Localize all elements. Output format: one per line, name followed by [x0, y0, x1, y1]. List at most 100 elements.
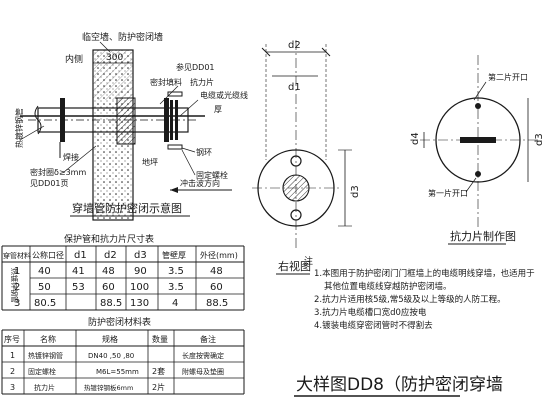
mat-row-2: 2 固定螺栓 M6L=55mm 2套 附螺母及垫圈 — [10, 366, 224, 376]
dim-row-3: 3 80.5 88.5 130 4 88.5 — [14, 298, 228, 309]
cell: 48 — [210, 266, 223, 277]
note-line-1: 1.本图用于防护密闭门门框墙上的电缆明线穿墙，也适用于 — [314, 268, 535, 279]
material-table: 防护密闭材料表 序号 名称 规格 数量 备注 1 热镀锌钢管 DN40 ,50 … — [1, 316, 245, 395]
bottom-title: 大样图DD8（防护密闭穿墙 — [296, 375, 503, 395]
cell: 长度按需确定 — [182, 351, 224, 360]
dim-row-2: 2 50 53 60 100 3.5 60 — [14, 282, 223, 293]
cell: 3 — [14, 298, 20, 309]
note-line-4: 3.抗力片电缆槽口宽d0应按电 — [314, 307, 427, 318]
cell: 1 — [14, 266, 20, 277]
plate-view-caption: 抗力片制作图 — [450, 229, 516, 243]
cell: 热镀锌钢板6mm — [84, 383, 133, 392]
inside-label: 内侧 — [65, 53, 83, 65]
d3-label: d3 — [350, 185, 361, 198]
fix-bolt-top — [167, 91, 183, 97]
plate-slot — [460, 137, 496, 143]
cell: 100 — [130, 282, 149, 293]
plate-b — [175, 100, 178, 140]
cell: 2片 — [152, 382, 165, 392]
dim-h-nominal: 公称口径 — [32, 250, 64, 260]
drawing-title: 大样图DD8（防护密闭穿墙 — [294, 375, 503, 397]
wall-section-view: 300 临空墙、防护密闭墙 内侧 参见DD01 密封填料 抗力片 电缆或光缆线 … — [14, 31, 248, 221]
ring-label: 钢环 — [196, 147, 212, 157]
note-line-3: 2.抗力片适用核5级,常5级及以上等级的人防工程。 — [314, 294, 506, 305]
notes-title: 注 — [304, 255, 313, 267]
dim-h-d3: d3 — [134, 250, 147, 261]
cell: 3.5 — [168, 282, 184, 293]
cell: 2 — [14, 282, 20, 293]
mat-row-1: 1 热镀锌钢管 DN40 ,50 ,80 长度按需确定 — [10, 351, 224, 360]
plate-a — [170, 100, 173, 140]
d1-label: d1 — [288, 82, 301, 93]
cell: 50 — [38, 282, 51, 293]
cell: 附螺母及垫圈 — [182, 367, 224, 376]
sealant-label: 密封填料 — [150, 77, 182, 87]
flange-right — [164, 98, 169, 142]
cell: 抗力片 — [34, 383, 55, 392]
note-line-2: 其他位置电缆线穿越防护密闭墙。 — [324, 281, 452, 292]
dim-h-wall: 管壁厚 — [162, 250, 186, 260]
weld-label: 焊接 — [63, 152, 79, 162]
cell: 2套 — [152, 366, 165, 376]
ground-label: 地坪 — [142, 157, 158, 167]
plate-label: 抗力片 — [190, 77, 214, 87]
left-view-caption: 穿墙管防护密闭示意图 — [72, 201, 182, 215]
bolt-hole-bottom — [290, 209, 302, 221]
plate-hole-bottom — [475, 171, 481, 177]
shock-label: 冲击波方向 — [180, 178, 220, 188]
cell: 88.5 — [206, 298, 228, 309]
cell: 53 — [72, 282, 85, 293]
cell: 60 — [102, 282, 115, 293]
dim-h-material: 穿管材料 — [3, 251, 31, 260]
cell: 4 — [172, 298, 178, 309]
cell: 60 — [210, 282, 223, 293]
cell: 固定螺栓 — [28, 367, 56, 376]
fix-bolt-label: 固定螺栓 — [196, 170, 228, 180]
dim-h-d2: d2 — [104, 250, 117, 261]
cell: 40 — [38, 266, 51, 277]
steel-tube-label: 热镀锌钢管 — [14, 108, 24, 148]
seal-ring-label: 密封圈δ≥3mm — [30, 167, 86, 177]
wall-label: 临空墙、防护密闭墙 — [82, 31, 163, 43]
dimension-table: 保护管和抗力片尺寸表 穿管材料 公称口径 d1 d2 d3 管壁厚 外径(mm)… — [1, 233, 245, 311]
second-opening-label: 第二片开口 — [488, 72, 528, 82]
plate-circle — [435, 97, 521, 183]
dd01-ref: 见DD01页 — [30, 179, 69, 188]
cell: DN40 ,50 ,80 — [88, 352, 134, 360]
flange-left — [60, 98, 65, 142]
cell: 41 — [72, 266, 85, 277]
cell: 48 — [102, 266, 115, 277]
dim-h-d1: d1 — [74, 250, 87, 261]
notes-block: 注 1.本图用于防护密闭门门框墙上的电缆明线穿墙，也适用于 其他位置电缆线穿越防… — [304, 255, 535, 331]
cell: 130 — [130, 298, 149, 309]
mat-row-3: 3 抗力片 热镀锌钢板6mm 2片 — [10, 382, 165, 392]
mat-h-name: 名称 — [40, 334, 56, 344]
first-opening-label: 第一片开口 — [428, 188, 468, 198]
cell: M6L=55mm — [96, 368, 139, 376]
bolt-hole-top — [290, 155, 302, 167]
sealant-block — [116, 97, 136, 145]
dim-row-1: 1 40 41 48 90 3.5 48 — [14, 266, 223, 277]
d4-label: d4 — [410, 132, 421, 145]
thickness-label: 厚 — [214, 105, 222, 114]
cell: 3 — [10, 383, 15, 392]
mat-h-note: 备注 — [200, 334, 216, 344]
cell: 90 — [134, 266, 147, 277]
dim-h-outer: 外径(mm) — [200, 250, 238, 260]
dd01-label: 参见DD01 — [176, 62, 215, 72]
note-line-5: 4.镀装电缆穿密闭管时不得割去 — [314, 320, 433, 331]
cell: 2 — [10, 367, 15, 376]
cell: 1 — [10, 351, 15, 360]
mat-h-qty: 数量 — [152, 334, 168, 344]
material-table-title: 防护密闭材料表 — [88, 316, 151, 328]
plate-d3-label: d3 — [534, 133, 545, 146]
mat-h-no: 序号 — [4, 334, 20, 344]
wall-fill-upper — [93, 50, 133, 100]
cell: 3.5 — [168, 266, 184, 277]
d2-label: d2 — [288, 40, 301, 51]
dim-300: 300 — [106, 53, 123, 63]
fix-bolt-bottom — [167, 144, 183, 150]
cable-label: 电缆或光缆线 — [200, 90, 248, 100]
cell: 80.5 — [34, 298, 56, 309]
